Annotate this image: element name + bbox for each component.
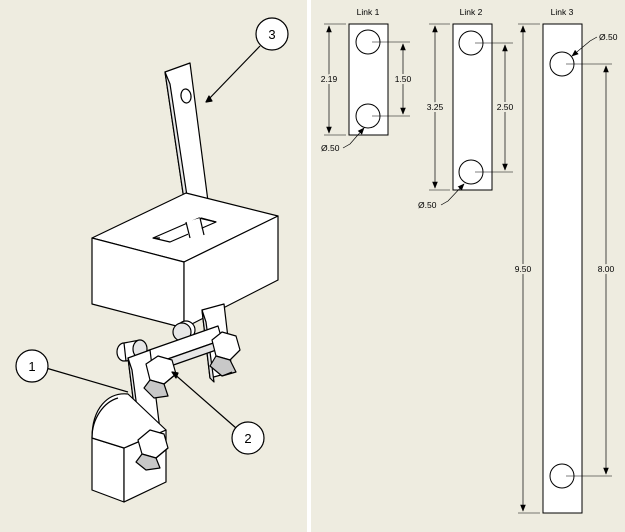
link2-drawing: [429, 23, 513, 206]
link3-overall-dim: 9.50: [515, 264, 532, 274]
link2-hole-dim: Ø.50: [418, 200, 437, 210]
balloon-3-label: 3: [268, 27, 275, 42]
hex-nut-right: [209, 331, 241, 377]
link3-hole-leader: [571, 36, 598, 57]
isometric-assembly: [15, 17, 289, 503]
balloon-1: [15, 349, 129, 393]
link3-title: Link 3: [551, 7, 574, 17]
balloon-2-label: 2: [244, 431, 251, 446]
link1-centers-dim: 1.50: [395, 74, 412, 84]
link3-drawing: [518, 23, 612, 514]
link2-title: Link 2: [460, 7, 483, 17]
hex-nut-bottom: [135, 429, 169, 471]
detail-drawings: [324, 23, 612, 514]
link3-hole-dim: Ø.50: [599, 32, 618, 42]
balloon-1-label: 1: [28, 359, 35, 374]
link1-overall-dim: 2.19: [321, 74, 338, 84]
link2-centers-dim: 2.50: [497, 102, 514, 112]
balloon-3: [205, 17, 289, 103]
link3-centers-dim: 8.00: [598, 264, 615, 274]
link2-hole-leader: [440, 183, 465, 206]
link2-overall-dim: 3.25: [427, 102, 444, 112]
link3-outline: [542, 23, 583, 514]
balloon-2: [171, 371, 265, 455]
link1-hole-leader: [342, 127, 365, 149]
hex-nut-middle: [143, 355, 177, 399]
guide-block: [91, 192, 279, 329]
link1-drawing: [324, 23, 410, 149]
link1-title: Link 1: [357, 7, 380, 17]
link1-hole-dim: Ø.50: [321, 143, 340, 153]
